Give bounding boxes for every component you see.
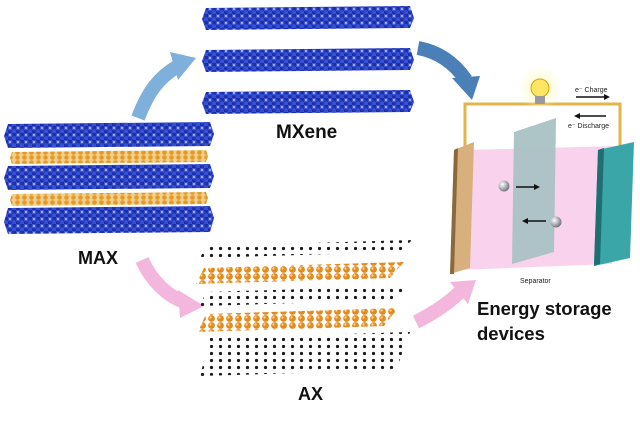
ax-dark-plane (200, 240, 412, 258)
mxene-sheet (202, 90, 414, 114)
ion (498, 180, 510, 192)
ax-phase-stack (196, 240, 412, 376)
max-m-layer (4, 122, 214, 148)
mxene-label: MXene (276, 122, 338, 143)
max-m-layer (4, 164, 214, 190)
energy-storage-label: Energy storage devices (477, 296, 612, 346)
cathode-electrode (594, 142, 634, 266)
ax-orange-plane (198, 308, 398, 332)
energy-storage-device (450, 66, 634, 274)
max-m-layer (4, 206, 214, 234)
energy-label-line-1: Energy storage (477, 298, 612, 319)
ion (550, 216, 562, 228)
max-phase-stack (4, 122, 214, 234)
ax-dark-plane (200, 286, 408, 306)
max-a-layer (10, 192, 208, 206)
ax-orange-plane (196, 262, 404, 284)
arrow-max-to-ax (135, 256, 204, 318)
ax-label: AX (298, 384, 324, 404)
charge-label: e⁻ Charge (575, 87, 608, 94)
max-a-layer (10, 150, 208, 164)
arrow-max-to-mxene (131, 52, 196, 121)
arrow-ax-to-device (412, 280, 476, 329)
discharge-label: e⁻ Discharge (568, 123, 610, 130)
light-bulb-icon (530, 78, 550, 98)
mxene-layers (202, 6, 414, 114)
mxene-sheet (202, 48, 414, 72)
separator-membrane (512, 118, 556, 264)
max-label: MAX (78, 248, 118, 268)
energy-label-line-2: devices (477, 323, 545, 344)
ax-dark-plane (200, 332, 410, 376)
mxene-sheet (202, 6, 414, 30)
arrow-mxene-to-device (416, 41, 480, 100)
separator-label: Separator (520, 278, 551, 285)
